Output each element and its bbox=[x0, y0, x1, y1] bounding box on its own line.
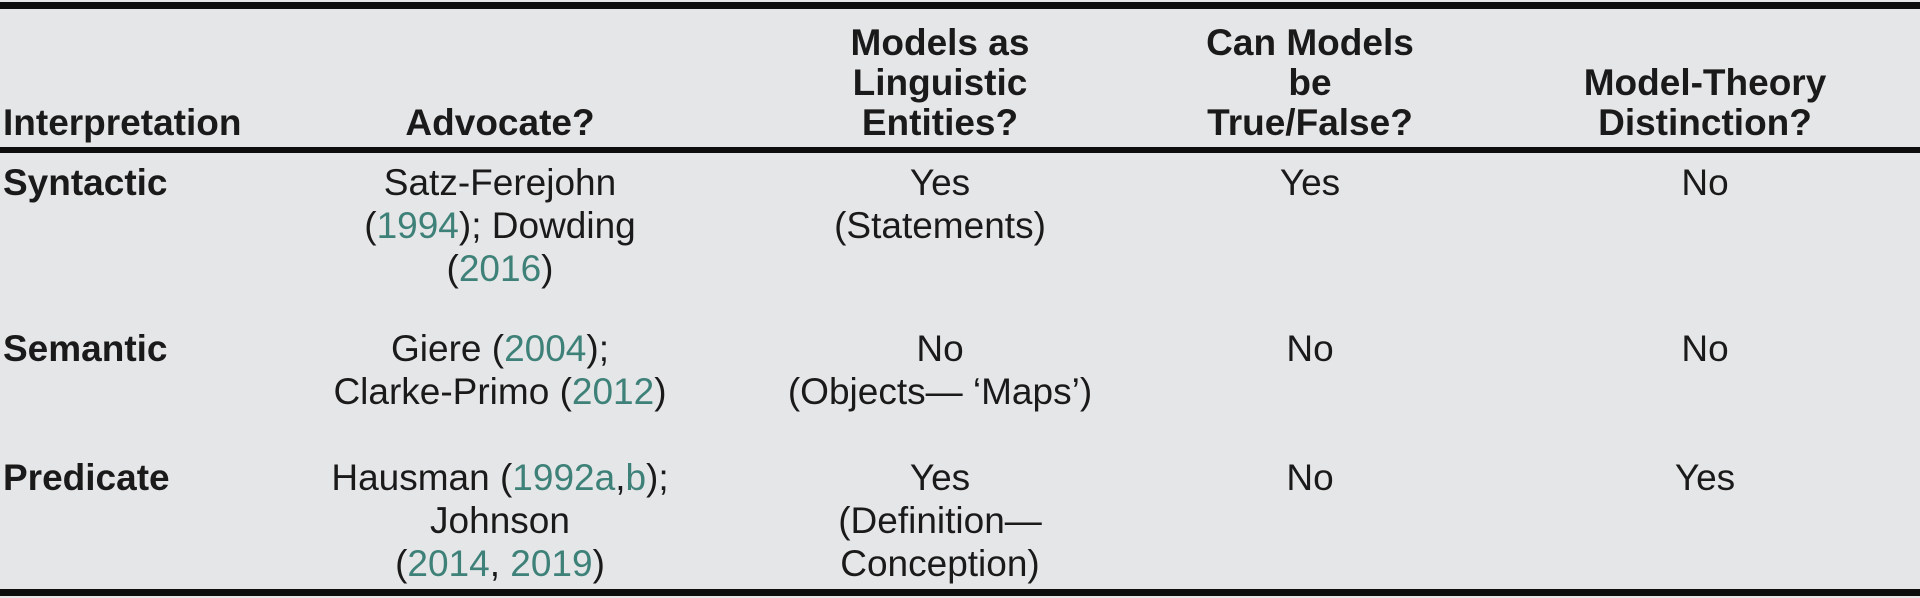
row-syntactic-true-false: Yes bbox=[1279, 162, 1341, 203]
bottom-rule bbox=[0, 589, 1920, 596]
row-semantic-linguistic: No(Objects— ‘Maps’) bbox=[750, 327, 1130, 413]
text-line: True/False? bbox=[1207, 102, 1413, 143]
citation-link[interactable]: 2004 bbox=[504, 328, 587, 369]
text-line: Interpretation bbox=[3, 102, 242, 143]
row-syntactic-linguistic: Yes(Statements) bbox=[750, 153, 1130, 247]
text-line: Model-Theory bbox=[1583, 62, 1827, 103]
text-run: ( bbox=[446, 248, 459, 289]
text-line: Conception) bbox=[840, 543, 1040, 584]
row-semantic-true-false: No bbox=[1286, 328, 1334, 369]
citation-link[interactable]: 2012 bbox=[571, 371, 655, 412]
text-line: be bbox=[1288, 62, 1332, 103]
text-run: ) bbox=[654, 371, 667, 412]
text-run: Hausman ( bbox=[331, 457, 513, 498]
citation-link[interactable]: 1992a bbox=[512, 457, 616, 498]
text-line: (Definition— bbox=[838, 500, 1042, 541]
header-rule bbox=[0, 147, 1920, 153]
text-line: Distinction? bbox=[1598, 102, 1812, 143]
text-line: Linguistic bbox=[852, 62, 1028, 103]
citation-link[interactable]: 2019 bbox=[510, 543, 593, 584]
row-predicate-advocate: Hausman (1992a,b);Johnson(2014, 2019) bbox=[250, 456, 750, 585]
text-line: Hausman (1992a,b); bbox=[250, 456, 750, 499]
citation-link[interactable]: b bbox=[625, 457, 647, 498]
table-body: Syntactic Satz-Ferejohn(1994); Dowding(2… bbox=[0, 153, 1920, 589]
row-predicate-distinction: Yes bbox=[1674, 457, 1736, 498]
text-line: (2016) bbox=[250, 247, 750, 290]
header-cell-advocate: Advocate? bbox=[250, 103, 750, 147]
citation-link[interactable]: 1994 bbox=[376, 205, 459, 246]
text-line: Can Models bbox=[1206, 22, 1414, 63]
text-line: (Statements) bbox=[834, 205, 1046, 246]
top-rule bbox=[0, 2, 1920, 9]
text-run: ); bbox=[646, 457, 669, 498]
row-syntactic-distinction: No bbox=[1681, 162, 1729, 203]
text-line: Models as bbox=[850, 22, 1030, 63]
row-syntactic-advocate: Satz-Ferejohn(1994); Dowding(2016) bbox=[250, 153, 750, 290]
text-line: (Objects— ‘Maps’) bbox=[787, 371, 1093, 412]
row-syntactic-interpretation: Syntactic bbox=[3, 162, 168, 203]
text-line: Johnson bbox=[250, 499, 750, 542]
row-semantic-interpretation: Semantic bbox=[3, 328, 168, 369]
text-line: Entities? bbox=[861, 102, 1019, 143]
text-line: (1994); Dowding bbox=[250, 204, 750, 247]
text-run: ) bbox=[541, 248, 554, 289]
text-line: Clarke-Primo (2012) bbox=[250, 370, 750, 413]
text-run: , bbox=[615, 457, 626, 498]
text-line: Advocate? bbox=[405, 102, 595, 143]
header-cell-interpretation: Interpretation bbox=[0, 103, 250, 147]
text-line: (2014, 2019) bbox=[250, 542, 750, 585]
row-predicate-interpretation: Predicate bbox=[3, 457, 170, 498]
text-line: No bbox=[916, 328, 964, 369]
text-line: Yes bbox=[909, 457, 971, 498]
row-semantic-advocate: Giere (2004);Clarke-Primo (2012) bbox=[250, 327, 750, 413]
text-line: Yes bbox=[909, 162, 971, 203]
text-run: ( bbox=[364, 205, 377, 246]
text-line: Satz-Ferejohn bbox=[250, 161, 750, 204]
text-run: ) bbox=[592, 543, 605, 584]
text-line: Giere (2004); bbox=[250, 327, 750, 370]
text-run: Clarke-Primo ( bbox=[333, 371, 572, 412]
row-predicate-true-false: No bbox=[1286, 457, 1334, 498]
text-run: , bbox=[489, 543, 511, 584]
text-run: ( bbox=[395, 543, 408, 584]
text-run: Johnson bbox=[430, 500, 570, 541]
text-run: Satz-Ferejohn bbox=[383, 162, 617, 203]
row-predicate-linguistic: Yes(Definition—Conception) bbox=[750, 456, 1130, 585]
text-run: ); bbox=[586, 328, 609, 369]
text-run: Giere ( bbox=[391, 328, 505, 369]
citation-link[interactable]: 2016 bbox=[458, 248, 542, 289]
text-run: ); Dowding bbox=[458, 205, 636, 246]
row-semantic-distinction: No bbox=[1681, 328, 1729, 369]
citation-link[interactable]: 2014 bbox=[407, 543, 490, 584]
